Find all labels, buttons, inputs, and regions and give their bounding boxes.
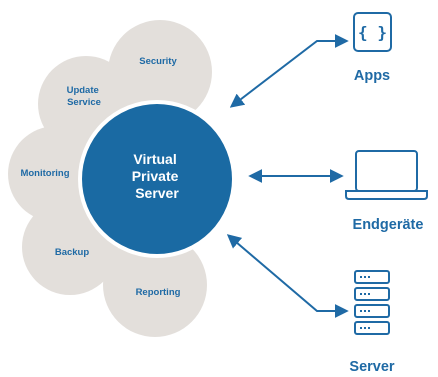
service-label-reporting: Reporting bbox=[136, 287, 181, 298]
device-label-server: Server bbox=[349, 359, 395, 375]
connector-server bbox=[226, 234, 349, 318]
center-circle bbox=[78, 100, 236, 258]
petal-reporting bbox=[103, 233, 207, 337]
code-braces-glyph: { } bbox=[358, 23, 387, 42]
server-rack-leds bbox=[360, 276, 370, 329]
connector-apps bbox=[229, 34, 349, 108]
service-label-update-service: Update Service bbox=[67, 85, 102, 108]
service-label-monitoring: Monitoring bbox=[20, 168, 69, 179]
server-rack-icon bbox=[354, 270, 390, 335]
center-label: Virtual Private Server bbox=[132, 151, 183, 201]
connectors bbox=[226, 34, 349, 318]
device-label-endgeraete: Endgeräte bbox=[353, 217, 424, 233]
petal-monitoring bbox=[8, 126, 104, 222]
code-braces-icon: { } bbox=[353, 12, 392, 52]
service-label-backup: Backup bbox=[55, 247, 90, 258]
service-label-security: Security bbox=[139, 56, 177, 67]
device-label-apps: Apps bbox=[354, 68, 390, 84]
petal-security bbox=[108, 20, 212, 124]
laptop-icon bbox=[345, 150, 428, 200]
